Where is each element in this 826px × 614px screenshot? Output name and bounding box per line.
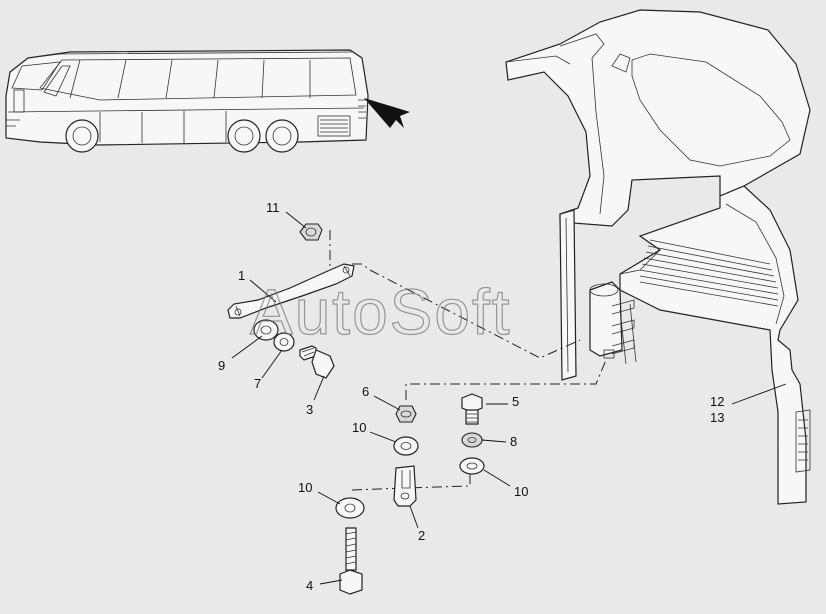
bus-overview — [5, 49, 410, 153]
callout-labels: 11 1 9 7 3 6 10 10 4 5 8 10 2 12 13 — [218, 200, 724, 593]
callout-3: 3 — [306, 402, 313, 417]
bracket-part-1 — [227, 263, 355, 319]
location-arrow-icon — [364, 98, 410, 128]
callout-8: 8 — [510, 434, 517, 449]
callout-2: 2 — [418, 528, 425, 543]
callout-11: 11 — [266, 200, 280, 215]
washer-part-9 — [253, 319, 279, 341]
callout-10-right: 10 — [514, 484, 528, 499]
assembly-lines — [329, 230, 607, 491]
callout-1: 1 — [238, 268, 245, 283]
bolt-part-3 — [299, 345, 335, 379]
nut-part-6 — [395, 405, 417, 423]
leader-lines — [231, 211, 787, 585]
bolt-part-5 — [461, 393, 483, 425]
callout-6: 6 — [362, 384, 369, 399]
clamp-part-2 — [393, 465, 417, 507]
side-panel-assembly — [505, 9, 811, 505]
callout-10-upper: 10 — [352, 420, 366, 435]
callout-5: 5 — [512, 394, 519, 409]
callout-7: 7 — [254, 376, 261, 391]
callout-13: 13 — [710, 410, 724, 425]
washer-part-8 — [461, 432, 483, 448]
callout-10-lower: 10 — [298, 480, 312, 495]
watermark: AutoSoft — [250, 276, 512, 348]
washer-part-10a — [393, 436, 419, 456]
callout-12: 12 — [710, 394, 724, 409]
callout-9: 9 — [218, 358, 225, 373]
washer-part-10c — [335, 497, 365, 519]
washer-part-10b — [459, 457, 485, 475]
callout-4: 4 — [306, 578, 313, 593]
bolt-part-4 — [339, 527, 363, 595]
lockwasher-part-7 — [273, 332, 295, 352]
